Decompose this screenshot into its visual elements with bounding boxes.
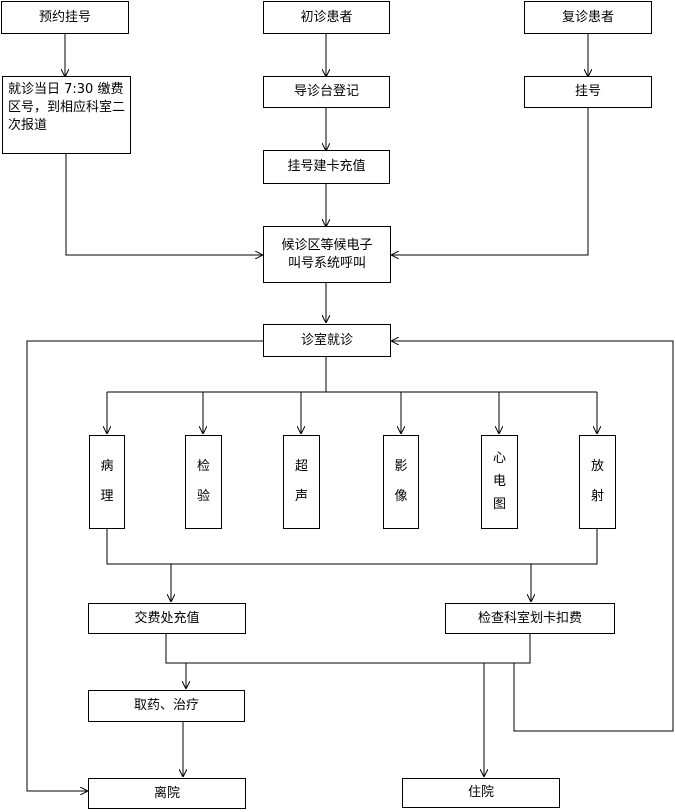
dept-label-char: 像 (394, 489, 408, 504)
register-box: 挂号 (524, 76, 652, 108)
dept-label-char: 病 (100, 459, 114, 474)
dept-imaging-box: 影像 (383, 435, 419, 529)
dept-lab-box: 检验 (185, 435, 222, 529)
medicine-box: 取药、治疗 (88, 690, 245, 722)
dept-label-char: 声 (294, 489, 308, 504)
card-topup-label: 挂号建卡充值 (287, 159, 366, 174)
dept-label-char: 图 (492, 496, 506, 512)
return-visit-label: 复诊患者 (561, 9, 614, 25)
dept-label-char: 影 (394, 459, 408, 474)
dept-pathology-box: 病理 (89, 435, 125, 529)
consult-box: 诊室就诊 (263, 324, 391, 357)
discharge-box: 离院 (88, 778, 246, 809)
arrow-consult-discharge (26, 340, 263, 791)
visit-day-label: 就诊当日 7:30 缴费区号，到相应科室二次报道 (8, 82, 126, 133)
consult-label: 诊室就诊 (300, 332, 353, 348)
dept-ecg-box: 心电图 (481, 435, 518, 529)
dept-radiology-box: 放射 (579, 435, 616, 529)
discharge-label: 离院 (153, 785, 180, 801)
waiting-label: 候诊区等候电子叫号系统呼叫 (281, 237, 373, 271)
arrow-loop-consult (392, 341, 674, 732)
dept-ultrasound-box: 超声 (283, 435, 320, 529)
dept-label-char: 验 (196, 489, 210, 504)
card-topup-box: 挂号建卡充值 (263, 150, 390, 184)
guide-register-box: 导诊台登记 (263, 76, 390, 108)
medicine-label: 取药、治疗 (133, 698, 199, 713)
dept-label-char: 电 (492, 473, 506, 489)
line-dept-collect (106, 529, 598, 565)
line-payment-bus (165, 634, 531, 664)
hospitalize-label: 住院 (467, 785, 494, 800)
dept-label-char: 超 (294, 459, 308, 474)
dept-label-char: 理 (100, 489, 114, 504)
card-deduct-label: 检查科室划卡扣费 (477, 610, 582, 626)
dept-label-char: 心 (492, 451, 506, 467)
guide-register-label: 导诊台登记 (293, 84, 359, 99)
dept-label-char: 放 (590, 459, 604, 474)
register-label: 挂号 (574, 84, 601, 99)
dept-label-char: 射 (590, 489, 604, 504)
return-visit-box: 复诊患者 (524, 1, 652, 34)
visit-day-box: 就诊当日 7:30 缴费区号，到相应科室二次报道 (2, 76, 131, 154)
dept-label-char: 检 (196, 459, 210, 474)
card-deduct-box: 检查科室划卡扣费 (445, 603, 615, 634)
payment-label: 交费处充值 (134, 610, 200, 626)
waiting-box: 候诊区等候电子叫号系统呼叫 (263, 226, 391, 283)
arrow-visitday-waiting (65, 154, 262, 255)
hospitalize-box: 住院 (402, 778, 560, 808)
payment-box: 交费处充值 (88, 603, 246, 634)
appointment-label: 预约挂号 (38, 9, 91, 25)
arrow-register-waiting (392, 108, 589, 255)
first-visit-label: 初诊患者 (300, 9, 353, 25)
appointment-box: 预约挂号 (1, 1, 129, 34)
first-visit-box: 初诊患者 (263, 1, 390, 34)
